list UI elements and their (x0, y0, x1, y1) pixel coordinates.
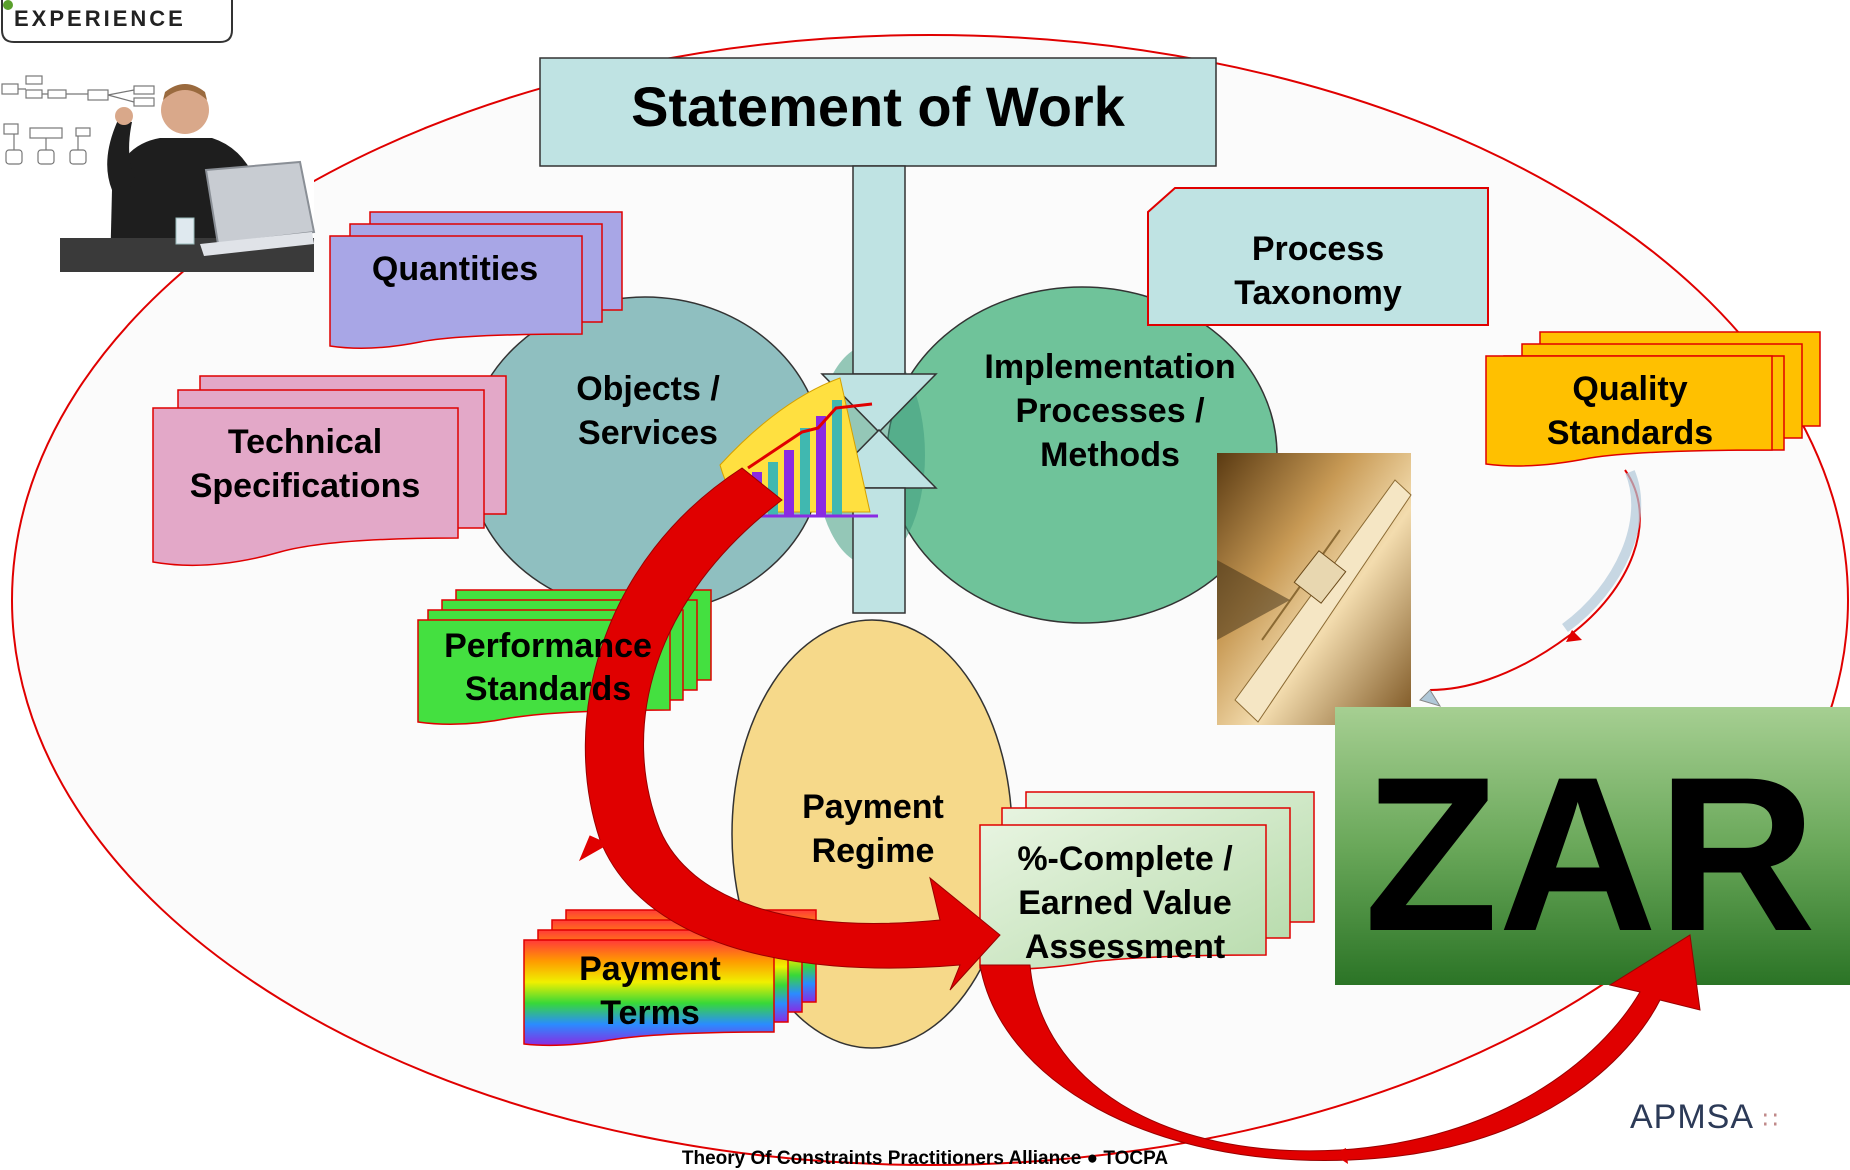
technical-label-line2: Specifications (190, 467, 421, 505)
payment-regime-label-line1: Payment (802, 788, 944, 826)
earned-value-label-line1: %-Complete / (1017, 840, 1233, 878)
apmsa-logo: APMSA ∷ (1630, 1098, 1779, 1137)
footer-text: Theory Of Constraints Practitioners Alli… (681, 1148, 1169, 1169)
process-label-line1: Process (1252, 230, 1384, 268)
quantities-doc (329, 211, 623, 349)
sow-shaft-upper (852, 165, 906, 375)
statement-of-work-title: Statement of Work (631, 75, 1126, 138)
earned-value-label-line2: Earned Value (1018, 884, 1232, 922)
quality-standards-doc (1485, 331, 1821, 467)
performance-label-line1: Performance (444, 627, 652, 665)
implementation-label-line1: Implementation (984, 348, 1235, 386)
objects-label-line1: Objects / (576, 370, 720, 408)
quality-label-line1: Quality (1572, 370, 1687, 408)
objects-label-line2: Services (578, 414, 718, 452)
payment-terms-label-line2: Terms (600, 994, 700, 1032)
slide-rule-photo (1217, 453, 1412, 725)
apmsa-dots-icon: ∷ (1762, 1107, 1779, 1134)
payment-regime-label-line2: Regime (812, 832, 935, 870)
quantities-label: Quantities (372, 250, 538, 288)
quality-to-zar-arrow (1419, 469, 1642, 707)
logo-leaf-icon (3, 0, 13, 10)
payment-terms-label-line1: Payment (579, 950, 721, 988)
logo-text: EXPERIENCE (14, 6, 186, 31)
presenter-image (1, 75, 316, 272)
quality-label-line2: Standards (1547, 414, 1713, 452)
logo-frame (1, 0, 233, 43)
performance-label-line2: Standards (465, 670, 631, 708)
red-arrow-ev-to-zar (979, 934, 1701, 1164)
technical-specifications-doc (152, 375, 507, 567)
earned-value-doc (979, 791, 1315, 970)
zar-label: ZAR (1364, 731, 1816, 977)
apmsa-name: APMSA (1630, 1098, 1753, 1136)
process-label-line2: Taxonomy (1234, 274, 1402, 312)
zar-box (1335, 707, 1850, 985)
process-taxonomy-doc (1147, 187, 1489, 326)
down-arrow-head (820, 373, 938, 434)
implementation-label-line3: Methods (1040, 436, 1180, 474)
technical-label-line1: Technical (228, 423, 382, 461)
payment-terms-doc (523, 909, 817, 1047)
statement-of-work-box (539, 57, 1217, 167)
red-arrow-chart-to-ev (578, 467, 1001, 991)
bar-chart-icon (719, 377, 878, 518)
earned-value-label-line3: Assessment (1025, 928, 1225, 966)
implementation-label-line2: Processes / (1015, 392, 1205, 430)
